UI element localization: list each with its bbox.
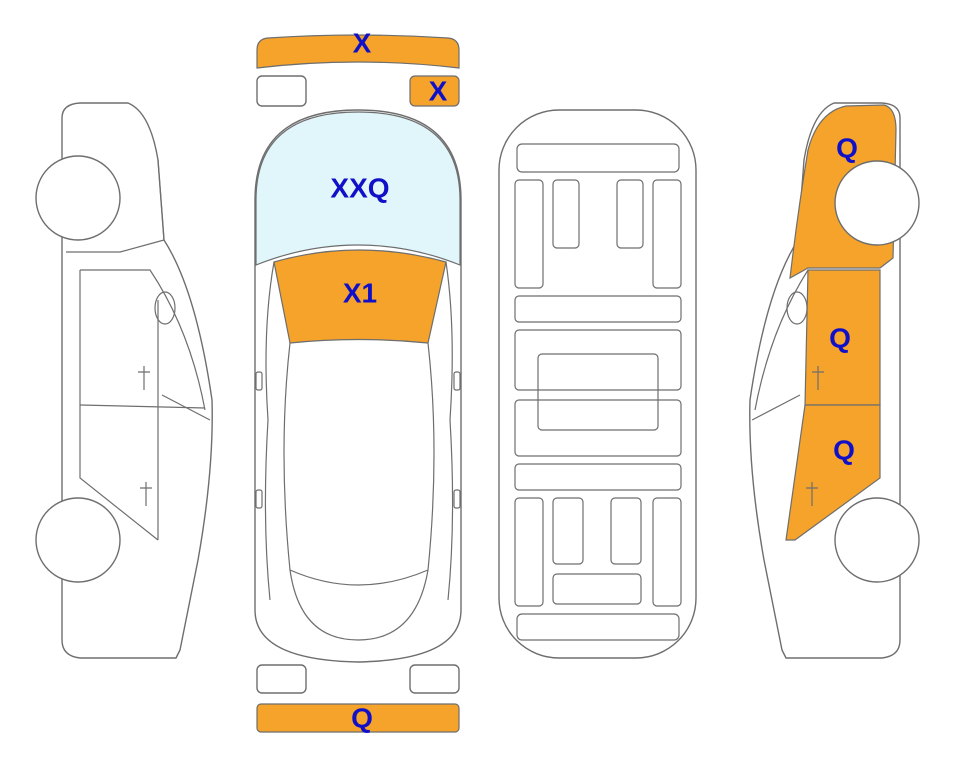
car-top-view: X X XXQ X1 Q — [254, 27, 462, 733]
car-underbody-view — [498, 109, 697, 659]
right-front-wheel — [834, 160, 920, 246]
right-rear-wheel — [834, 497, 920, 583]
right-rear-door-part — [785, 404, 881, 541]
windshield-label: XXQ — [330, 172, 389, 203]
rear-right-light — [409, 664, 460, 694]
rear-left-light — [256, 664, 307, 694]
right-front-door-label: Q — [829, 322, 851, 353]
right-rear-door-label: Q — [833, 434, 855, 465]
front-right-light-part — [409, 75, 460, 107]
right-front-fender-label: Q — [836, 132, 858, 163]
front-right-light-label: X — [429, 75, 448, 106]
windshield-part — [255, 111, 461, 266]
car-left-side-view — [35, 102, 213, 659]
front-bumper-label: X — [353, 27, 372, 58]
rear-bumper-part — [256, 703, 460, 733]
car-right-side-view: Q Q Q — [749, 102, 920, 659]
front-bumper-part — [256, 34, 460, 69]
hood-label: X1 — [343, 277, 377, 308]
front-left-light — [256, 75, 307, 107]
left-front-wheel — [35, 155, 121, 241]
left-rear-wheel — [35, 497, 121, 583]
rear-bumper-label: Q — [351, 702, 373, 733]
